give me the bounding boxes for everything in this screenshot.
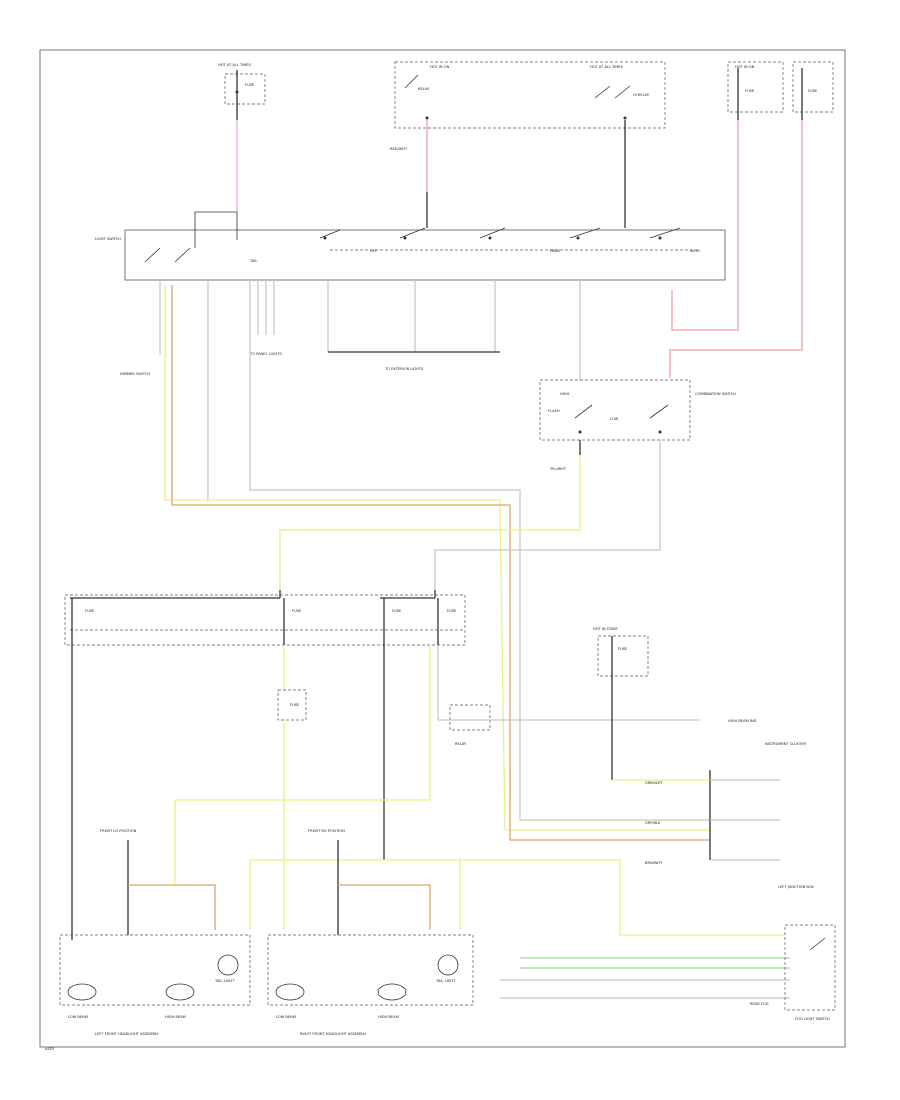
label-fuse-top-right-1: FUSE xyxy=(745,89,755,93)
label-instrument-cluster: INSTRUMENT CLUSTER xyxy=(765,742,806,746)
label-hot-in-start: HOT IN START xyxy=(593,627,619,631)
label-tail-light-r: TAIL LIGHT xyxy=(435,979,456,983)
label-auto: AUTO xyxy=(690,249,700,253)
label-fog-light-switch: FOG LIGHT SWITCH xyxy=(795,1017,830,1021)
wire-orange-long xyxy=(171,285,710,841)
label-tail-light-l: TAIL LIGHT xyxy=(214,979,235,983)
label-head: HEAD xyxy=(550,249,560,253)
label-wire-brn: BRN/WHT xyxy=(645,861,663,865)
fog-light-switch: FOG LIGHT SWITCH REAR FOG xyxy=(500,924,836,1021)
label-footer-code: ASSY xyxy=(45,1047,55,1051)
top-center-fuse-block: HOT IN ON HOT AT ALL TIMES RELAY HI RELA… xyxy=(394,61,666,129)
label-high-beam-l: HIGH BEAM xyxy=(165,1015,186,1019)
label-relay-box: RELAY xyxy=(418,87,430,91)
label-fuse-relay: FUSE xyxy=(290,703,300,707)
label-dimmer-switch: DIMMER SWITCH xyxy=(120,372,150,376)
right-headlight-assembly: FRONT RH POSITION LOW BEAM HIGH BEAM TAI… xyxy=(267,829,474,1036)
wires-upper: RED/WHT xyxy=(236,120,803,378)
top-right-fuse-block: HOT IN ON FUSE FUSE xyxy=(727,61,834,120)
label-fuse-c: FUSE xyxy=(392,609,402,613)
combination-switch: COMBINATION SWITCH FLASH HIGH LOW YEL/WH… xyxy=(539,379,736,471)
label-tail: TAIL xyxy=(249,259,257,263)
label-wire-yel: YEL/WHT xyxy=(550,467,567,471)
label-wire-grn: GRN/WHT xyxy=(645,781,663,785)
label-flash: FLASH xyxy=(548,409,560,413)
label-hot-in-on-2: HOT IN ON xyxy=(735,65,755,69)
label-to-panel-lights: TO PANEL LIGHTS xyxy=(249,352,282,356)
label-hot-at-all-times-1: HOT AT ALL TIMES xyxy=(218,63,252,67)
label-hi-relay: HI RELAY xyxy=(633,93,650,97)
label-high-beam-r: HIGH BEAM xyxy=(378,1015,399,1019)
wire-yellow-long xyxy=(164,285,710,831)
label-fuse-d: FUSE xyxy=(447,609,457,613)
label-left-pos-lamp: FRONT LH POSITION xyxy=(100,829,137,833)
wires-lower-left: FUSE RELAY xyxy=(71,645,785,940)
label-to-exterior-lights: TO EXTERIOR LIGHTS xyxy=(384,367,424,371)
label-high-beam-ind: HIGH BEAM IND xyxy=(728,719,757,723)
instrument-cluster-area: HOT IN START FUSE HIGH BEAM IND INSTRUME… xyxy=(593,627,814,889)
label-left-headlight-assy: LEFT FRONT HEADLIGHT ASSEMBLY xyxy=(95,1032,159,1036)
label-low: LOW xyxy=(610,417,619,421)
label-rear-fog: REAR FOG xyxy=(750,1002,769,1006)
label-fuse-b: FUSE xyxy=(292,609,302,613)
wire-yellow-mid xyxy=(279,455,581,590)
label-combination-switch: COMBINATION SWITCH xyxy=(695,392,736,396)
top-left-fuse-block: HOT AT ALL TIMES FUSE xyxy=(218,63,266,120)
label-right-headlight-assy: RIGHT FRONT HEADLIGHT ASSEMBLY xyxy=(300,1032,367,1036)
wire-red-right-1 xyxy=(671,120,739,331)
label-fuse-top-left: FUSE xyxy=(245,83,255,87)
label-low-beam-l: LOW BEAM xyxy=(68,1015,88,1019)
label-wire-red: RED/WHT xyxy=(390,147,408,151)
light-switch-outputs: TO PANEL LIGHTS TO EXTERIOR LIGHTS DIMME… xyxy=(120,280,581,500)
label-fuse-right: FUSE xyxy=(618,647,628,651)
label-hot-at-all-times-2: HOT AT ALL TIMES xyxy=(590,65,624,69)
label-left-junction: LEFT JUNCTION BOX xyxy=(778,885,814,889)
label-light-switch: LIGHT SWITCH xyxy=(95,237,121,241)
diagram-frame xyxy=(39,49,846,1048)
label-high: HIGH xyxy=(560,392,570,396)
wire-red-right-2 xyxy=(669,120,803,378)
label-fuse-a: FUSE xyxy=(85,609,95,613)
label-low-beam-r: LOW BEAM xyxy=(276,1015,296,1019)
left-headlight-assembly: FRONT LH POSITION LOW BEAM HIGH BEAM TAI… xyxy=(59,829,251,1036)
label-off: OFF xyxy=(370,249,377,253)
label-wire-gry: GRY/BLK xyxy=(645,821,661,825)
label-relay-small: RELAY xyxy=(455,742,467,746)
wires-middle xyxy=(164,285,710,841)
label-hot-in-on-1: HOT IN ON xyxy=(430,65,450,69)
fuse-row: FUSE FUSE FUSE FUSE xyxy=(64,590,466,646)
light-switch-assembly: LIGHT SWITCH TAIL OFF HEAD AUTO xyxy=(95,211,726,281)
label-fuse-top-right-2: FUSE xyxy=(808,89,818,93)
label-right-pos-lamp: FRONT RH POSITION xyxy=(308,829,345,833)
